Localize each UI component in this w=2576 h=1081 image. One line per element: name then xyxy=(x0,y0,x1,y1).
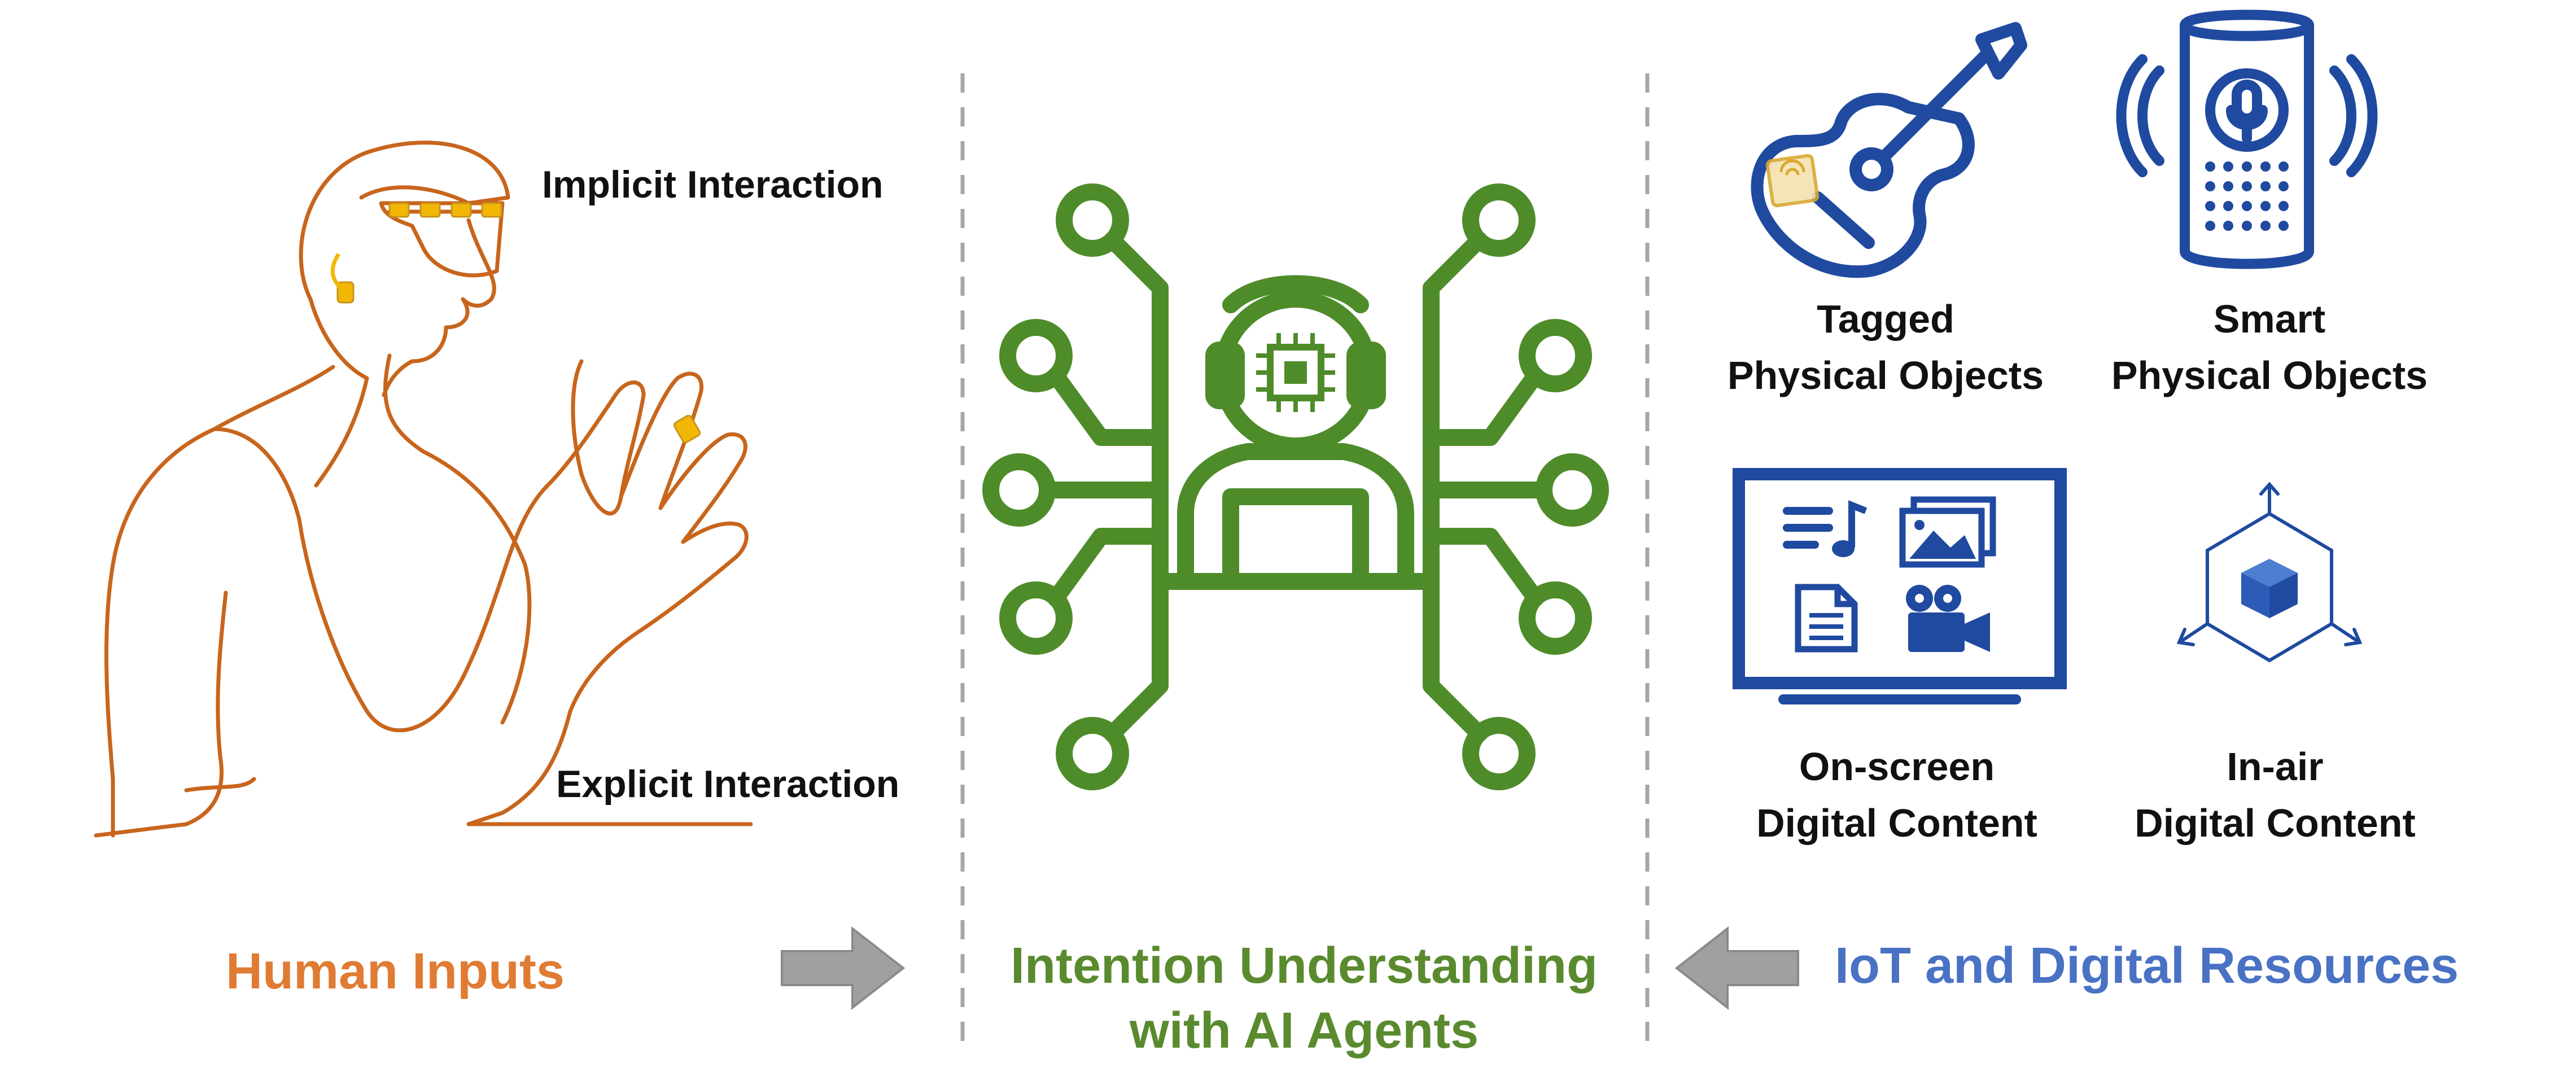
tagged-objects-line1: Tagged xyxy=(1817,297,1954,341)
inair-content-line1: In-air xyxy=(2227,745,2324,789)
ar-cube-icon xyxy=(2176,482,2363,663)
right-divider xyxy=(1645,73,1650,1044)
ai-title-line2: with AI Agents xyxy=(1129,1003,1479,1059)
ai-agent-circuit-icon xyxy=(982,183,1609,790)
iot-title: IoT and Digital Resources xyxy=(1835,938,2459,994)
implicit-interaction-label: Implicit Interaction xyxy=(542,163,884,206)
ai-title-line1: Intention Understanding xyxy=(1011,938,1598,994)
arrow-left-icon xyxy=(1674,926,1799,1010)
inair-content-line2: Digital Content xyxy=(2135,801,2416,845)
explicit-interaction-label: Explicit Interaction xyxy=(556,763,900,806)
smart-objects-line1: Smart xyxy=(2213,297,2326,341)
guitar-icon xyxy=(1751,22,2027,278)
person-with-headset-line-art-icon xyxy=(94,141,753,838)
arrow-right-icon xyxy=(781,926,906,1010)
onscreen-content-line1: On-screen xyxy=(1799,745,1995,789)
monitor-media-icon xyxy=(1733,468,2067,704)
smart-speaker-icon xyxy=(2116,10,2378,269)
human-inputs-title: Human Inputs xyxy=(226,943,565,1000)
onscreen-content-line2: Digital Content xyxy=(1756,801,2037,845)
smart-objects-line2: Physical Objects xyxy=(2111,353,2428,397)
tagged-objects-line2: Physical Objects xyxy=(1727,353,2044,397)
left-divider xyxy=(960,73,965,1044)
